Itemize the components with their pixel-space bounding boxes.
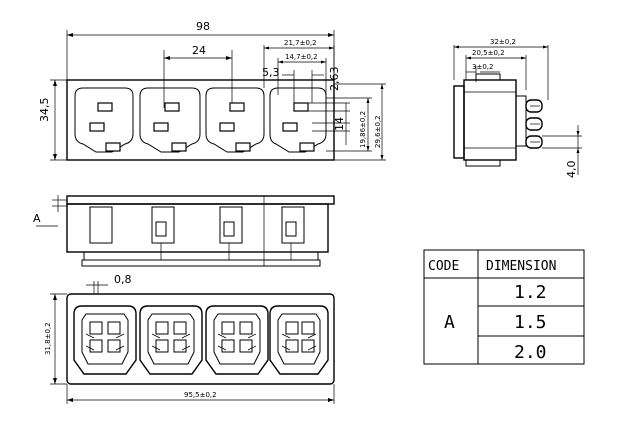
table-header-code: CODE	[428, 259, 459, 274]
table-dimension-3: 2.0	[514, 342, 547, 363]
table-header-dimension: DIMENSION	[486, 259, 556, 274]
top-clip-1	[151, 206, 175, 260]
dim-95-5: 95,5±0,2	[184, 391, 217, 399]
bottom-view: 0,8 31,8±0,2	[44, 273, 335, 404]
side-pin-3	[525, 135, 543, 149]
outlet-1	[74, 87, 134, 153]
dim-20-5: 20,5±0,2	[472, 49, 505, 57]
dim-14: 14	[333, 117, 346, 131]
dim-32: 32±0,2	[490, 38, 516, 46]
dim-4-0: 4,0	[565, 161, 578, 179]
outlet-2	[139, 87, 201, 153]
dim-0-8: 0,8	[114, 273, 132, 286]
table-dimension-2: 1.5	[514, 312, 547, 333]
dim-a-label: A	[33, 212, 41, 225]
top-clip-2	[219, 206, 243, 260]
dim-21-7: 21,7±0,2	[284, 39, 317, 47]
dimension-table: CODE DIMENSION A 1.2 1.5 2.0	[423, 249, 585, 365]
bottom-socket-4	[269, 305, 329, 375]
dim-29-6: 29,6±0,2	[374, 115, 382, 148]
dim-pitch: 24	[192, 44, 206, 57]
top-view: A	[33, 195, 335, 267]
bottom-socket-2	[139, 305, 203, 375]
dim-19-86: 19,86±0,2	[359, 111, 367, 148]
side-pin-1	[525, 99, 543, 113]
outlet-3	[205, 87, 265, 153]
dim-3: 3±0,2	[472, 63, 493, 71]
dim-height: 34,5	[38, 98, 51, 123]
front-view: 98 24 34,5	[38, 20, 386, 161]
dim-31-8: 31,8±0,2	[44, 322, 52, 355]
bottom-socket-1	[73, 305, 137, 375]
bottom-socket-3	[205, 305, 269, 375]
dim-2-63: 2,63	[328, 67, 341, 92]
front-body	[66, 79, 335, 161]
side-pin-2	[525, 117, 543, 131]
side-view: 32±0,2 20,5±0,2 3±0,2	[453, 38, 582, 179]
dim-5-3: 5,3	[262, 66, 280, 79]
dim-14-7: 14,7±0,2	[285, 53, 318, 61]
outlet-4	[269, 87, 327, 153]
dim-overall-width: 98	[196, 20, 210, 33]
table-code-value: A	[444, 312, 455, 333]
table-dimension-1: 1.2	[514, 282, 547, 303]
top-clip-3	[281, 206, 305, 260]
